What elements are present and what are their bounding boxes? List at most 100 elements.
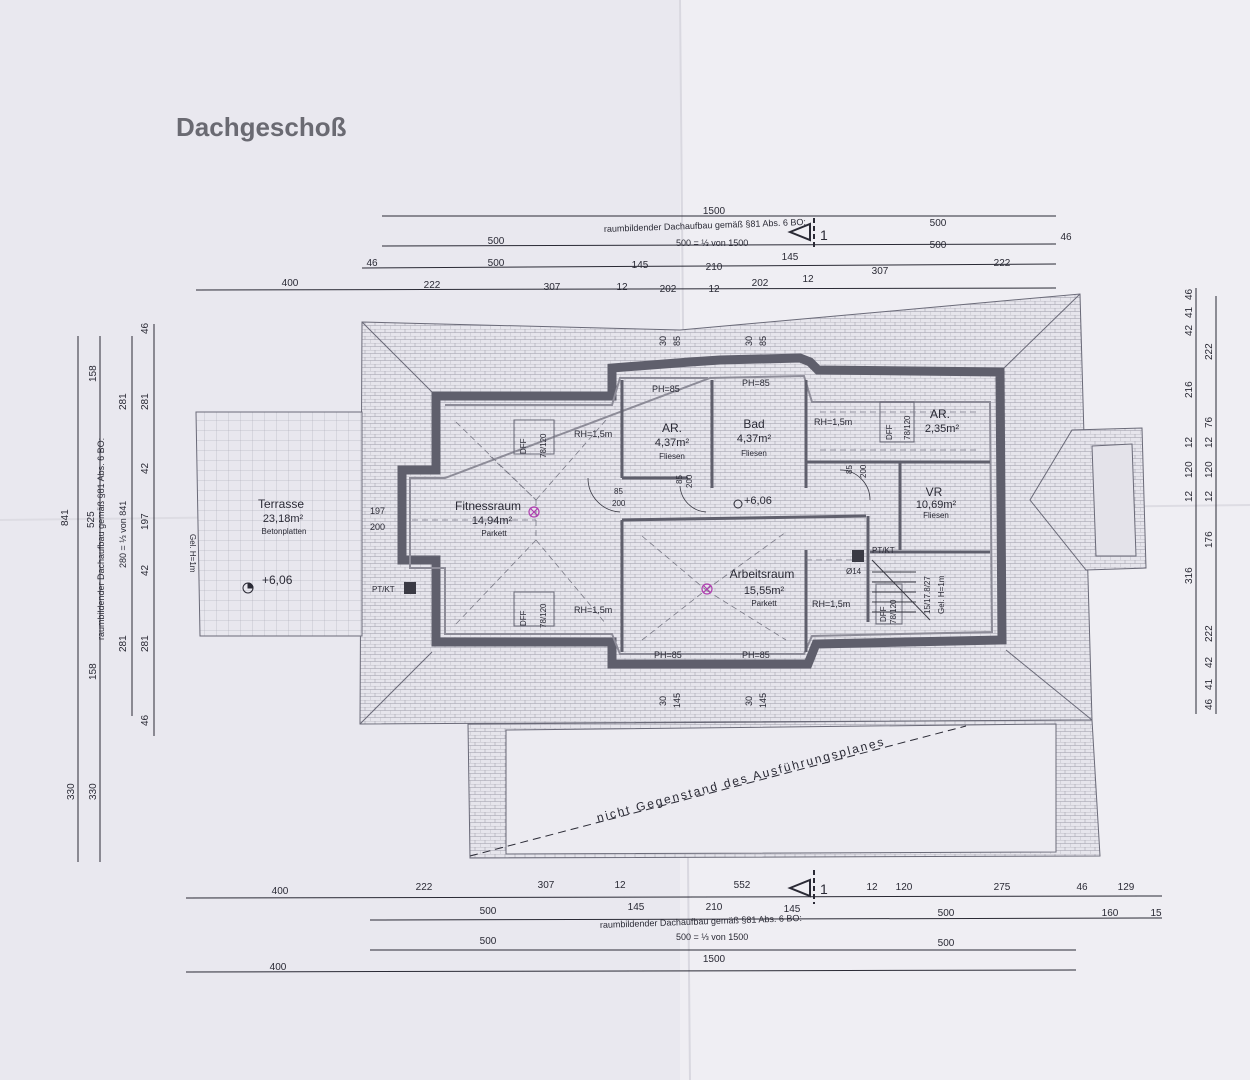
dff-1-size: 78/120 — [539, 433, 548, 458]
dim-left-42b: 42 — [140, 564, 151, 576]
room-vr-floor: Fliesen — [923, 511, 949, 520]
dim-bot-145a: 145 — [628, 902, 645, 913]
dim-top-400: 400 — [282, 278, 299, 289]
dim-top-202b: 202 — [752, 278, 769, 289]
dim-win-top-85b: 85 — [758, 336, 768, 346]
section-label-top: 1 — [820, 227, 828, 243]
level-terrace: +6,06 — [262, 573, 293, 587]
room-arbeit-name: Arbeitsraum — [730, 567, 795, 581]
room-terrasse-area: 23,18m² — [263, 513, 304, 525]
dim-left-158: 158 — [88, 365, 99, 382]
room-bad-area: 4,37m² — [737, 433, 772, 445]
dim-right-46b: 46 — [1204, 698, 1215, 710]
dim-top-222: 222 — [424, 280, 441, 291]
dim-top-145b: 145 — [782, 252, 799, 263]
dim-right-12d: 12 — [1204, 490, 1215, 502]
dim-right-120a: 120 — [1184, 461, 1195, 478]
ptkt-label-1: PT/KT — [372, 585, 395, 594]
formula-bottom: 500 = ⅓ von 1500 — [676, 932, 748, 942]
dim-top-12b: 12 — [708, 284, 720, 295]
dim-win-bot-145b: 145 — [758, 693, 768, 708]
dff-3-size: 78/120 — [903, 415, 912, 440]
dim-top-307b: 307 — [872, 266, 889, 277]
dim-bot-12b: 12 — [866, 882, 878, 893]
room-ar1-name: AR. — [662, 421, 682, 435]
dff-2-size: 78/120 — [539, 603, 548, 628]
rh-label-1: RH=1,5m — [574, 429, 612, 439]
dim-right-120b: 120 — [1204, 461, 1215, 478]
dim-bot-400b: 400 — [270, 962, 287, 973]
plan-title: Dachgeschoß — [176, 112, 347, 142]
ph-label-4: PH=85 — [742, 650, 770, 660]
dim-right-46: 46 — [1184, 288, 1195, 300]
dim-right-41b: 41 — [1204, 678, 1215, 690]
door-1-width: 85 — [614, 487, 623, 496]
dim-bot-500: 500 — [480, 906, 497, 917]
dim-right-222: 222 — [1204, 343, 1215, 360]
dff-2: DFF — [519, 610, 528, 626]
dim-win-bot-30a: 30 — [658, 696, 668, 706]
level-hall: +6,06 — [744, 495, 772, 507]
formula-left: 280 = ⅓ von 841 — [118, 501, 128, 568]
dim-left-841: 841 — [60, 509, 71, 526]
dim-left-281c: 281 — [118, 635, 129, 652]
dach-note-left: raumbildender Dachaufbau gemäß §81 Abs. … — [96, 438, 106, 640]
dff-4: DFF — [879, 606, 888, 622]
dim-win-top-30b: 30 — [744, 336, 754, 346]
section-label-bottom: 1 — [820, 881, 828, 897]
dim-left-46b: 46 — [140, 714, 151, 726]
dim-right-12c: 12 — [1184, 490, 1195, 502]
room-vr-name: VR — [926, 485, 943, 499]
dim-bot-120: 120 — [896, 882, 913, 893]
room-ar2-name: AR. — [930, 407, 950, 421]
room-ar2-area: 2,35m² — [925, 423, 960, 435]
dim-bot-500d: 500 — [938, 938, 955, 949]
ptkt-label-2: PT/KT — [872, 546, 895, 555]
ph-label-3: PH=85 — [654, 650, 682, 660]
room-fitness-name: Fitnessraum — [455, 499, 521, 513]
ph-label-2: PH=85 — [742, 378, 770, 388]
interior-walls — [620, 380, 990, 652]
dim-left-42: 42 — [140, 462, 151, 474]
dim-top-12c: 12 — [802, 274, 814, 285]
dim-top-12a: 12 — [616, 282, 628, 293]
dim-win-top-85a: 85 — [672, 336, 682, 346]
dim-right-216: 216 — [1184, 381, 1195, 398]
diameter-label: Ø14 — [846, 567, 862, 576]
room-fitness-area: 14,94m² — [472, 515, 513, 527]
dim-bot-1500: 1500 — [703, 954, 726, 965]
dim-right-42: 42 — [1184, 324, 1195, 336]
dim-bot-12: 12 — [614, 880, 626, 891]
dim-win-bot-145a: 145 — [672, 693, 682, 708]
dim-top-1500: 1500 — [703, 206, 726, 217]
dim-bot-552: 552 — [734, 880, 751, 891]
dim-win-top-30a: 30 — [658, 336, 668, 346]
dim-bot-222: 222 — [416, 882, 433, 893]
dim-left-197: 197 — [140, 513, 151, 530]
dim-bot-500c: 500 — [480, 936, 497, 947]
dim-top-500b: 500 — [930, 218, 947, 229]
dim-right-176: 176 — [1204, 531, 1215, 548]
room-ar1-floor: Fliesen — [659, 452, 685, 461]
terrace-railing: Gel. H=1m — [188, 534, 197, 573]
dim-bot-400: 400 — [272, 886, 289, 897]
dim-left-330: 330 — [66, 783, 77, 800]
dim-right-222b: 222 — [1204, 625, 1215, 642]
ph-label-1: PH=85 — [652, 384, 680, 394]
dim-bot-307: 307 — [538, 880, 555, 891]
dff-1: DFF — [519, 438, 528, 454]
door-2-height: 200 — [685, 474, 694, 488]
dim-right-76: 76 — [1204, 416, 1215, 428]
railing-label: Gel. H=1m — [937, 575, 946, 614]
room-arbeit-area: 15,55m² — [744, 585, 785, 597]
dim-bot-46: 46 — [1076, 882, 1088, 893]
dim-bot-15: 15 — [1150, 908, 1162, 919]
dim-top-46b: 46 — [366, 258, 378, 269]
room-bad-floor: Fliesen — [741, 449, 767, 458]
dim-bot-129: 129 — [1118, 882, 1135, 893]
dim-left-281d: 281 — [140, 635, 151, 652]
dim-win-bot-30b: 30 — [744, 696, 754, 706]
dff-4-size: 78/120 — [889, 599, 898, 624]
dim-top-222b: 222 — [994, 258, 1011, 269]
